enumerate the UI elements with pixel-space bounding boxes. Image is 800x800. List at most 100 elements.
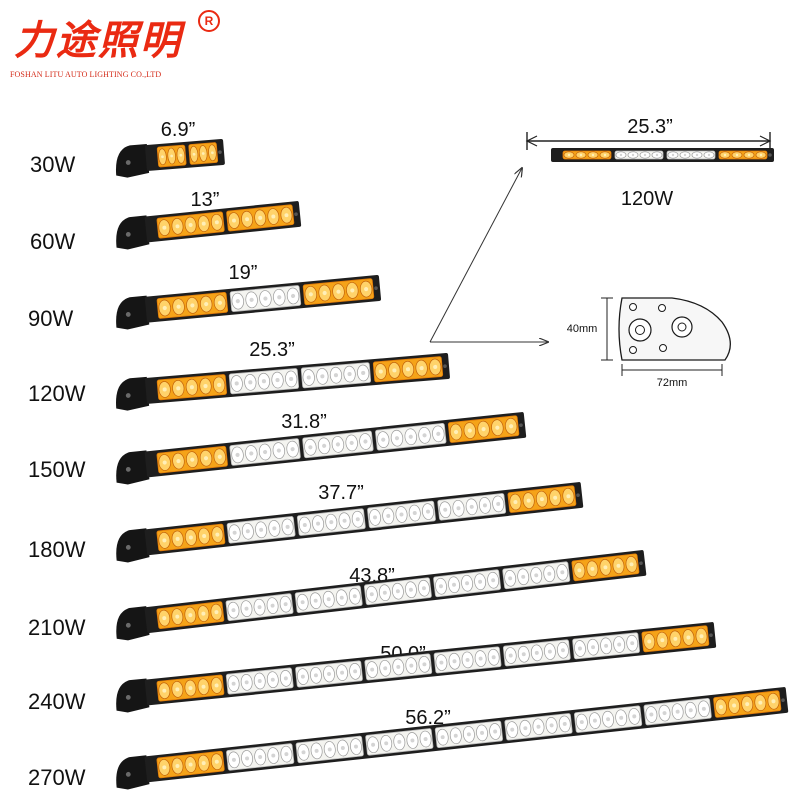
white-led-section xyxy=(225,667,294,695)
amber-led-section xyxy=(156,291,229,319)
white-led-section xyxy=(228,368,300,395)
company-name: FOSHAN LITU AUTO LIGHTING CO.,LTD xyxy=(10,70,162,79)
white-led-section xyxy=(502,561,571,590)
light-bar-body xyxy=(115,139,225,178)
light-bar-body xyxy=(116,201,302,250)
bracket-bolt xyxy=(125,771,131,777)
white-led-section xyxy=(367,500,436,529)
white-led-section xyxy=(364,653,433,681)
mounting-bracket xyxy=(116,678,150,713)
power-label: 240W xyxy=(28,689,86,714)
end-screw xyxy=(519,423,523,428)
end-screw xyxy=(294,212,298,217)
end-screw xyxy=(709,633,713,638)
length-label: 6.9” xyxy=(161,119,195,141)
amber-led-section xyxy=(156,601,225,630)
light-bar-body xyxy=(116,412,527,485)
power-label: 210W xyxy=(28,615,86,640)
amber-led-section xyxy=(507,485,577,513)
bracket-hole xyxy=(677,322,687,332)
amber-led-section xyxy=(641,625,710,653)
amber-led-section xyxy=(447,415,520,443)
light-bar-body xyxy=(116,622,717,713)
dimension-arrow-left xyxy=(525,135,538,147)
white-led-section xyxy=(433,569,502,598)
white-led-section xyxy=(573,705,643,733)
light-bar-row: 150W 31.8” xyxy=(28,411,527,485)
pointer-arrow xyxy=(429,168,522,343)
bracket-bolt xyxy=(125,466,131,472)
white-led-section xyxy=(302,430,374,459)
bracket-bolt xyxy=(125,312,131,317)
light-bar-body xyxy=(116,687,789,790)
bracket-width-label: 72mm xyxy=(657,377,688,389)
end-screw xyxy=(781,698,785,703)
white-led-section xyxy=(365,728,434,756)
white-led-section xyxy=(294,585,363,614)
mounting-bracket xyxy=(115,143,150,178)
end-screw xyxy=(768,153,772,157)
amber-led-section xyxy=(226,204,295,232)
dimension-arrow-right xyxy=(759,135,772,147)
amber-led-section xyxy=(156,211,225,239)
mounting-bracket xyxy=(116,606,150,641)
white-led-section xyxy=(295,735,364,764)
bracket-bolt xyxy=(125,544,131,550)
white-led-section xyxy=(433,646,502,674)
bracket-bolt xyxy=(125,160,131,165)
length-label: 25.3” xyxy=(249,339,295,361)
detail-length-label: 25.3” xyxy=(627,116,673,138)
length-label: 19” xyxy=(229,262,258,284)
bracket-bolt xyxy=(125,694,131,700)
white-led-section xyxy=(363,577,432,606)
power-label: 90W xyxy=(28,306,73,331)
amber-led-section xyxy=(188,142,219,165)
amber-led-section xyxy=(156,674,225,702)
bracket-screw-hole xyxy=(629,303,637,311)
end-screw xyxy=(218,150,222,154)
bracket-bolt xyxy=(125,622,131,628)
registered-mark: R xyxy=(198,10,220,32)
amber-led-section xyxy=(156,144,187,168)
mounting-bracket xyxy=(116,755,150,790)
white-led-section xyxy=(296,508,366,536)
bracket-screw-hole xyxy=(659,344,667,352)
light-bar-body xyxy=(116,275,382,330)
power-label: 30W xyxy=(30,152,75,177)
white-led-section xyxy=(375,423,447,451)
bracket-screw-hole xyxy=(658,304,666,312)
detail-power-label: 120W xyxy=(621,188,673,210)
white-led-section xyxy=(434,720,503,749)
amber-led-section xyxy=(156,374,227,401)
white-led-section xyxy=(614,150,664,160)
white-led-section xyxy=(229,285,302,312)
amber-led-section xyxy=(156,750,225,779)
white-led-section xyxy=(229,438,301,466)
power-label: 180W xyxy=(28,537,86,562)
mounting-bracket xyxy=(116,215,150,250)
brand-name-cn: 力途照明 xyxy=(14,17,182,64)
bracket-hole xyxy=(635,325,645,335)
power-label: 150W xyxy=(28,457,86,482)
light-bar-body xyxy=(551,148,774,162)
end-screw xyxy=(576,493,580,498)
bracket-bolt xyxy=(125,393,131,398)
light-bar-row: 30W 6.9” xyxy=(30,119,225,178)
power-label: 60W xyxy=(30,229,75,254)
end-screw xyxy=(374,286,378,290)
white-led-section xyxy=(300,362,372,389)
light-bar-row: 240W50.0” xyxy=(28,622,717,714)
white-led-section xyxy=(437,493,507,521)
light-bar-row: 90W 19” xyxy=(28,262,382,331)
end-screw xyxy=(639,561,643,566)
white-led-section xyxy=(666,150,716,160)
white-led-section xyxy=(295,660,363,688)
amber-led-section xyxy=(571,553,640,582)
length-label: 31.8” xyxy=(281,411,327,433)
